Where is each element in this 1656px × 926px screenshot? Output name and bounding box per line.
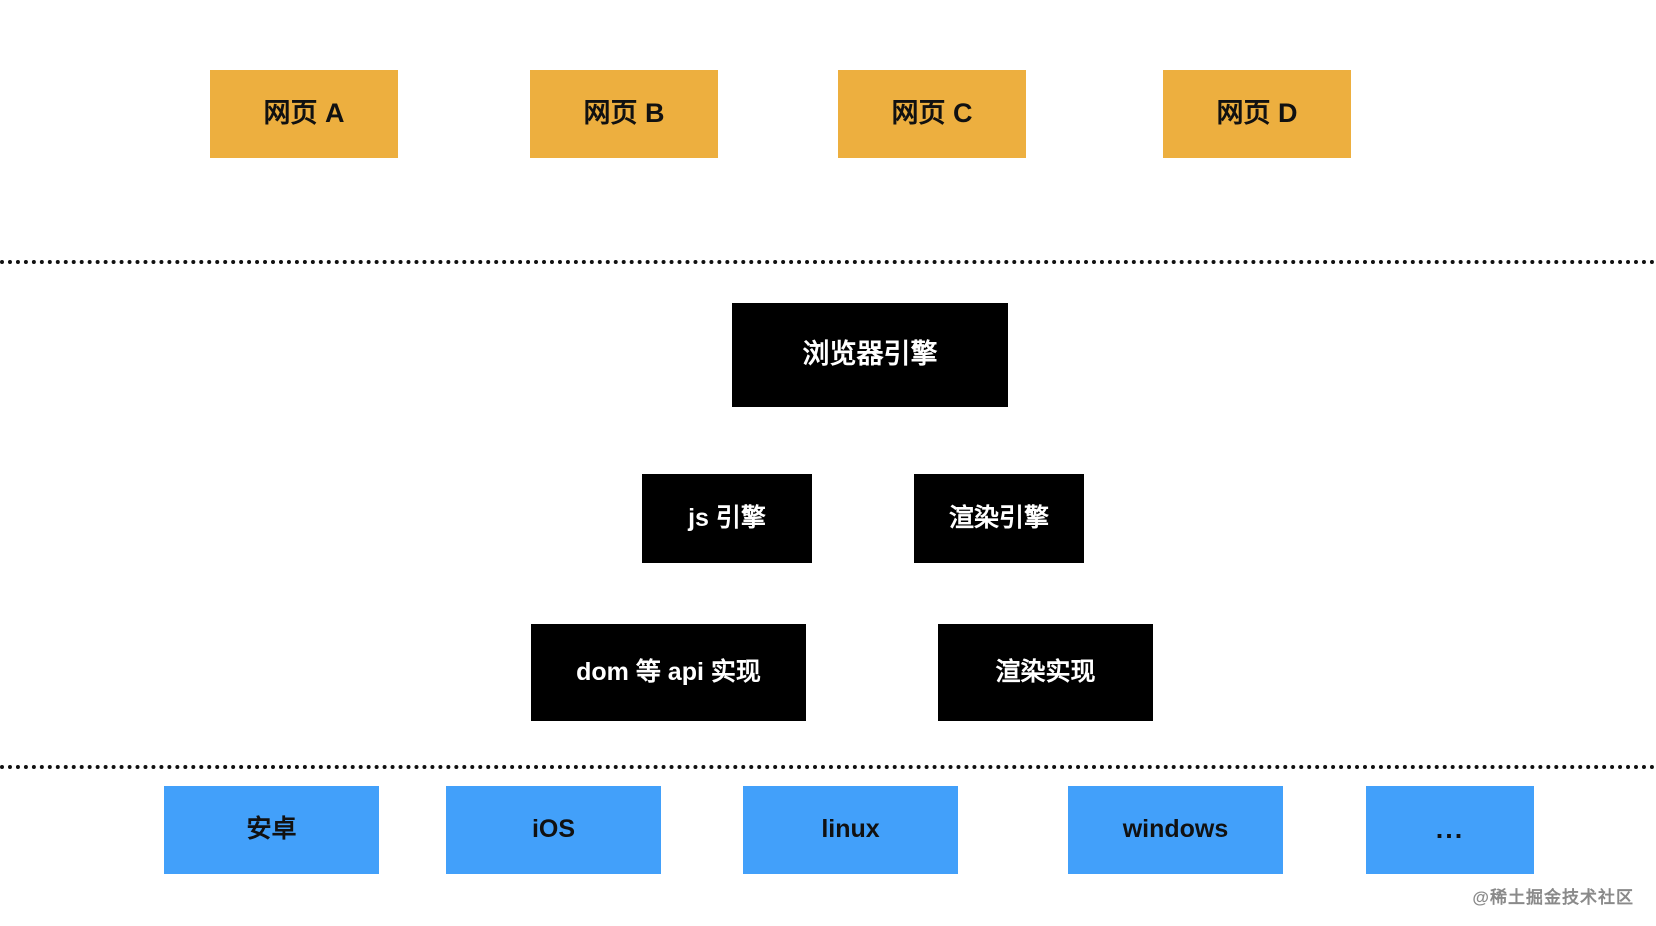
os-box-android: 安卓 — [164, 786, 379, 874]
page-box-a-label: 网页 A — [263, 98, 345, 129]
divider-pages-engine — [0, 260, 1656, 264]
divider-engine-os — [0, 765, 1656, 769]
browser-engine-box: 浏览器引擎 — [732, 303, 1008, 407]
os-box-linux-label: linux — [821, 815, 880, 844]
os-box-ios-label: iOS — [531, 815, 576, 844]
render-impl-box: 渲染实现 — [938, 624, 1153, 721]
page-box-a: 网页 A — [210, 70, 398, 158]
page-box-c-label: 网页 C — [891, 98, 973, 129]
js-engine-box: js 引擎 — [642, 474, 812, 563]
page-box-b: 网页 B — [530, 70, 718, 158]
os-box-more-label: ... — [1435, 814, 1465, 845]
page-box-d-label: 网页 D — [1216, 98, 1298, 129]
os-box-more: ... — [1366, 786, 1534, 874]
js-engine-label: js 引擎 — [688, 503, 766, 532]
os-box-ios: iOS — [446, 786, 661, 874]
dom-api-impl-box: dom 等 api 实现 — [531, 624, 806, 721]
page-box-c: 网页 C — [838, 70, 1026, 158]
browser-engine-label: 浏览器引擎 — [802, 339, 938, 370]
render-impl-label: 渲染实现 — [995, 657, 1096, 686]
os-box-android-label: 安卓 — [246, 815, 297, 844]
dom-api-impl-label: dom 等 api 实现 — [576, 657, 761, 686]
render-engine-box: 渲染引擎 — [914, 474, 1084, 563]
watermark: @稀土掘金技术社区 — [1472, 888, 1634, 907]
os-box-windows-label: windows — [1122, 815, 1229, 844]
render-engine-label: 渲染引擎 — [948, 503, 1049, 532]
page-box-b-label: 网页 B — [583, 98, 665, 129]
os-box-windows: windows — [1068, 786, 1283, 874]
os-box-linux: linux — [743, 786, 958, 874]
page-box-d: 网页 D — [1163, 70, 1351, 158]
